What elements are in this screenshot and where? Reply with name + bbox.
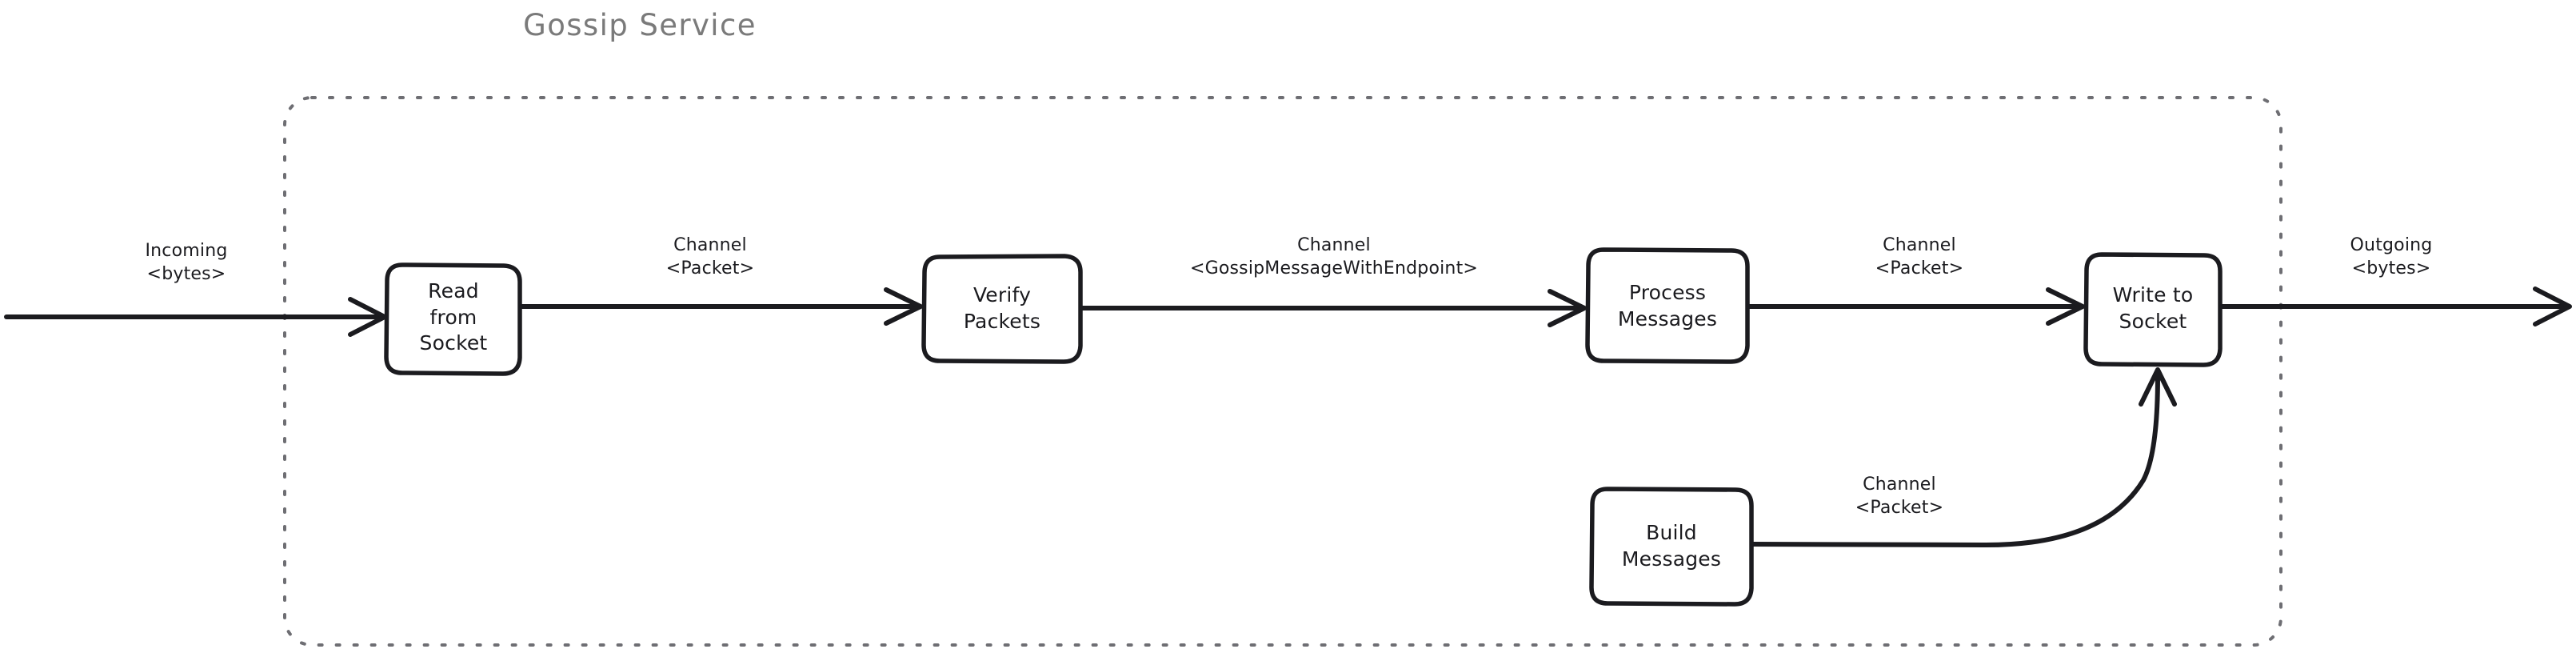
edge-label-process-to-write: Channel <Packet>	[1875, 234, 1963, 280]
node-line: Socket	[2119, 309, 2187, 333]
edge-label-line: <Packet>	[665, 258, 755, 278]
node-box-build-messages[interactable]	[1589, 487, 1754, 607]
edge-label-line: Channel	[673, 235, 747, 255]
node-box-read-from-socket[interactable]	[384, 262, 522, 376]
edge-label-build-to-write: Channel<Packet>	[1855, 474, 1943, 519]
gossip-service-boundary	[283, 96, 2282, 647]
node-label-write-to-socket: Write to Socket	[2113, 282, 2194, 335]
node-box-verify-packets[interactable]	[921, 254, 1083, 364]
edge-label-outgoing: Outgoing <bytes>	[2350, 234, 2433, 280]
edge-label-line: Channel	[1297, 235, 1371, 255]
edge-label-read-to-verify: Channel <Packet>	[666, 234, 754, 280]
edge-label-line: <Packet>	[1855, 497, 1944, 518]
read-to-verify-edge-arrowhead	[884, 287, 923, 326]
edge-label-line: Outgoing	[2350, 235, 2433, 255]
edge-label-incoming: Incoming<bytes>	[145, 240, 227, 286]
verify-to-process-edge-arrowhead	[1548, 289, 1587, 327]
edge-label-line: Channel	[1883, 235, 1956, 255]
edge-label-verify-to-process: Channel <GossipMessageWithEndpoint>	[1190, 234, 1478, 280]
node-line: Packets	[963, 309, 1041, 333]
node-line: Messages	[1621, 547, 1722, 571]
node-line: Messages	[1617, 306, 1718, 330]
node-box-write-to-socket[interactable]	[2083, 252, 2223, 367]
node-line: Process	[1628, 281, 1707, 304]
node-box-process-messages[interactable]	[1585, 247, 1750, 364]
build-to-write-edge-line	[1751, 374, 2160, 548]
node-line: Read	[428, 279, 479, 302]
edge-label-line: Channel	[1863, 475, 1936, 495]
node-line: Build	[1646, 521, 1697, 544]
node-line: Write to	[2112, 283, 2194, 306]
edge-label-line: Incoming	[145, 241, 228, 261]
edge-label-line: <bytes>	[146, 263, 226, 284]
node-line: from	[429, 305, 477, 329]
process-to-write-edge-arrowhead	[2046, 287, 2085, 326]
incoming-edge-arrowhead	[348, 297, 387, 337]
edge-label-line: <Packet>	[1875, 258, 1964, 278]
node-line: Socket	[419, 331, 488, 355]
outgoing-edge-arrowhead	[2533, 286, 2572, 326]
edge-label-line: <bytes>	[2351, 258, 2431, 278]
page-title: Gossip Service	[523, 8, 757, 42]
edge-label-line: <GossipMessageWithEndpoint>	[1189, 258, 1479, 278]
node-line: Verify	[972, 283, 1032, 306]
build-to-write-edge-arrowhead	[2139, 367, 2177, 407]
